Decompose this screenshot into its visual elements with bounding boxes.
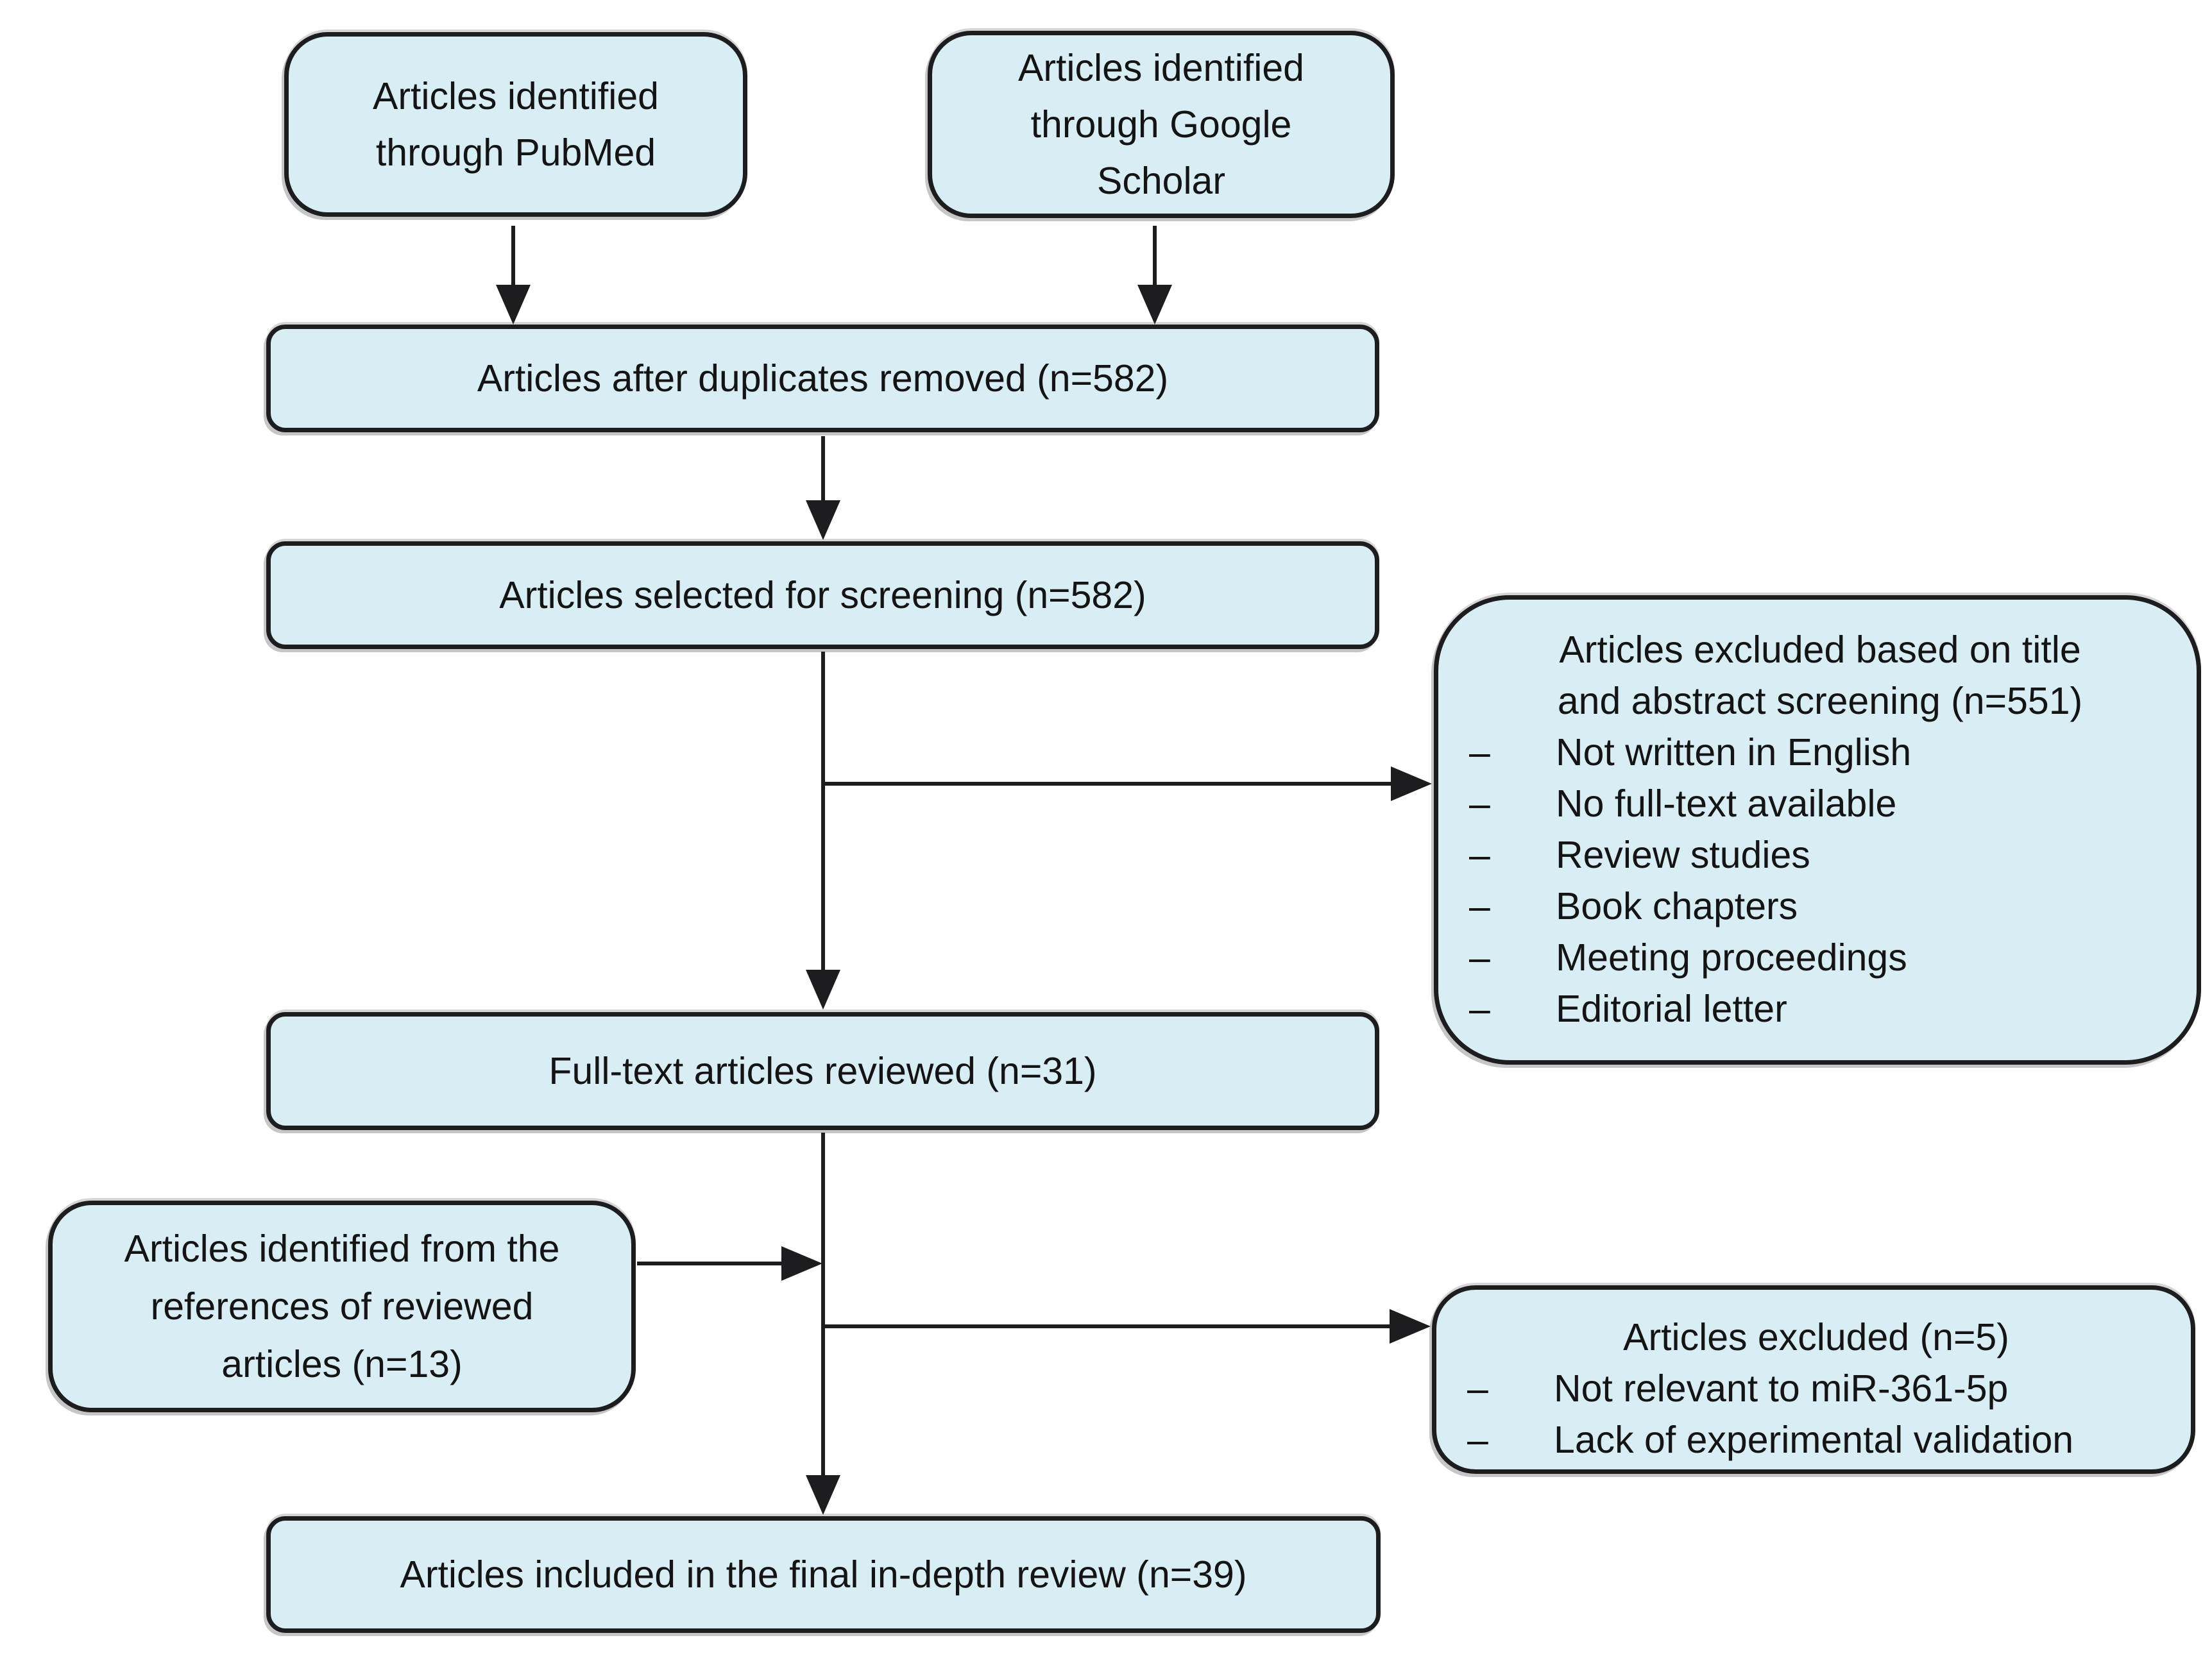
bullet-dash: – <box>1469 988 1490 1030</box>
excluded-screening-item-3: Review studies <box>1556 834 1810 876</box>
excluded-screening-item-1: Not written in English <box>1556 731 1912 773</box>
arrow-duplicates-down-head <box>806 500 840 540</box>
arrow-screening-excluded-head <box>1391 766 1432 801</box>
box-excluded-fulltext: Articles excluded (n=5) – Not relevant t… <box>1432 1285 2195 1474</box>
excluded-screening-item: – Not written in English <box>1469 727 2171 778</box>
bullet-dash: – <box>1467 1367 1488 1410</box>
box-selected-screening-text: Articles selected for screening (n=582) <box>499 574 1146 616</box>
bullet-dash: – <box>1469 885 1490 927</box>
box-fulltext-reviewed: Full-text articles reviewed (n=31) <box>266 1012 1379 1130</box>
excluded-screening-item: – No full-text available <box>1469 778 2171 829</box>
box-google-scholar: Articles identified through Google Schol… <box>928 31 1395 218</box>
box-duplicates-removed-text: Articles after duplicates removed (n=582… <box>477 357 1169 400</box>
box-references-identified: Articles identified from the references … <box>48 1201 636 1412</box>
arrow-google-down-head <box>1137 285 1172 325</box>
box-google-scholar-line-1: Articles identified <box>1018 47 1304 89</box>
arrow-google-down-shaft <box>1153 226 1157 287</box>
box-pubmed-line-2: through PubMed <box>375 131 656 174</box>
excluded-screening-item-2: No full-text available <box>1556 782 1897 825</box>
box-google-scholar-text: Articles identified through Google Schol… <box>932 40 1390 209</box>
arrow-pubmed-down-shaft <box>511 226 515 287</box>
arrow-references-right-head <box>781 1246 822 1281</box>
arrow-pubmed-down-head <box>496 285 531 325</box>
bullet-dash: – <box>1469 834 1490 876</box>
arrow-fulltext-excluded-shaft <box>824 1324 1390 1328</box>
arrow-references-right-shaft <box>637 1262 781 1265</box>
bullet-dash: – <box>1469 936 1490 979</box>
arrow-duplicates-down-shaft <box>821 436 825 502</box>
box-excluded-fulltext-title: Articles excluded (n=5) <box>1623 1316 2009 1358</box>
box-fulltext-reviewed-text: Full-text articles reviewed (n=31) <box>549 1050 1097 1092</box>
excluded-fulltext-item: – Lack of experimental validation <box>1467 1414 2165 1466</box>
box-final-included: Articles included in the final in-depth … <box>266 1516 1381 1633</box>
excluded-fulltext-item-1: Not relevant to miR-361-5p <box>1554 1367 2009 1410</box>
box-pubmed-text: Articles identified through PubMed <box>289 68 743 181</box>
bullet-dash: – <box>1467 1419 1488 1461</box>
box-references-identified-text: Articles identified from the references … <box>53 1220 631 1393</box>
excluded-screening-item: – Editorial letter <box>1469 983 2171 1035</box>
box-references-line-1: Articles identified from the <box>124 1228 560 1270</box>
excluded-screening-item-4: Book chapters <box>1556 885 1798 927</box>
excluded-screening-item: – Book chapters <box>1469 881 2171 932</box>
arrow-fulltext-excluded-head <box>1390 1309 1431 1344</box>
arrow-fulltext-down-head <box>806 1475 840 1515</box>
excluded-screening-item-5: Meeting proceedings <box>1556 936 1907 979</box>
box-references-line-3: articles (n=13) <box>221 1343 463 1385</box>
box-excluded-screening-title-2: and abstract screening (n=551) <box>1557 680 2083 722</box>
box-pubmed: Articles identified through PubMed <box>284 32 747 217</box>
excluded-fulltext-item: – Not relevant to miR-361-5p <box>1467 1363 2165 1414</box>
bullet-dash: – <box>1469 782 1490 825</box>
arrow-fulltext-down-shaft <box>821 1133 825 1476</box>
arrow-screening-down-shaft <box>821 652 825 970</box>
box-selected-screening: Articles selected for screening (n=582) <box>266 541 1379 649</box>
box-google-scholar-line-2: through Google <box>1030 103 1292 146</box>
arrow-screening-excluded-shaft <box>824 782 1391 786</box>
excluded-fulltext-item-2: Lack of experimental validation <box>1554 1419 2074 1461</box>
arrow-screening-down-head <box>806 970 840 1010</box>
box-excluded-screening: Articles excluded based on title and abs… <box>1434 595 2201 1065</box>
box-excluded-screening-title-1: Articles excluded based on title <box>1559 629 2081 671</box>
box-google-scholar-line-3: Scholar <box>1096 160 1226 202</box>
box-pubmed-line-1: Articles identified <box>373 75 659 117</box>
box-references-line-2: references of reviewed <box>150 1285 534 1328</box>
excluded-screening-item-6: Editorial letter <box>1556 988 1787 1030</box>
excluded-screening-item: – Meeting proceedings <box>1469 932 2171 983</box>
bullet-dash: – <box>1469 731 1490 773</box>
box-duplicates-removed: Articles after duplicates removed (n=582… <box>266 325 1379 432</box>
box-final-included-text: Articles included in the final in-depth … <box>400 1553 1247 1596</box>
excluded-screening-item: – Review studies <box>1469 829 2171 881</box>
